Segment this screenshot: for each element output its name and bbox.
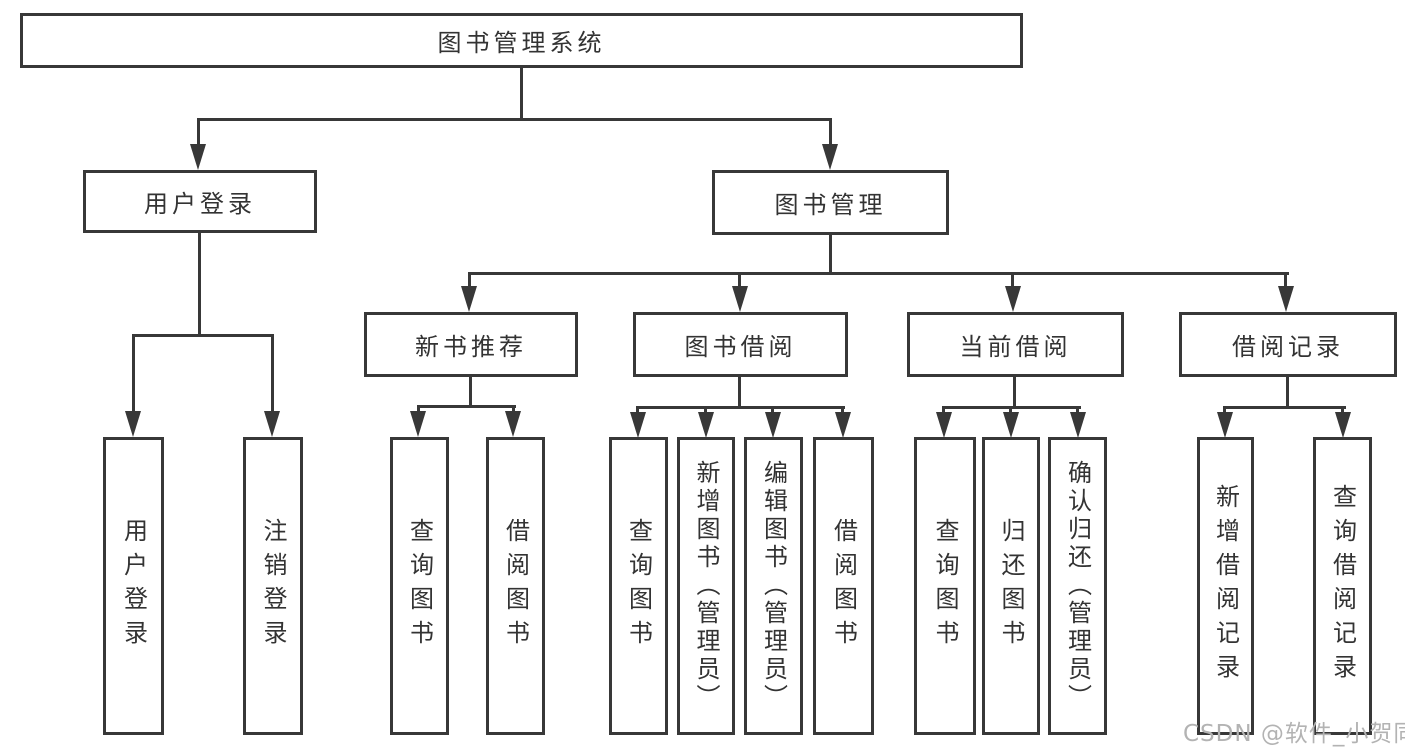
node-label: 用户登录 — [144, 190, 256, 218]
leaf-logout: 注销登录 — [243, 437, 303, 735]
connector-line — [1286, 377, 1289, 407]
arrow-down-icon — [1217, 412, 1233, 438]
connector-line — [1013, 377, 1016, 406]
node-current-borrowing: 当前借阅 — [907, 312, 1124, 377]
node-root: 图书管理系统 — [20, 13, 1023, 68]
leaf-add-borrow-record: 新增借阅记录 — [1197, 437, 1254, 735]
connector-line — [417, 405, 420, 413]
connector-line — [829, 235, 832, 272]
leaf-label: 查询图书 — [931, 518, 959, 654]
arrow-down-icon — [461, 286, 477, 312]
connector-line — [636, 406, 639, 413]
node-label: 当前借阅 — [959, 333, 1072, 361]
node-label: 图书借阅 — [684, 333, 797, 361]
node-borrowing-records: 借阅记录 — [1179, 312, 1397, 377]
arrow-down-icon — [732, 286, 748, 312]
connector-line — [468, 272, 1289, 275]
arrow-down-icon — [125, 411, 141, 437]
leaf-label: 归还图书 — [997, 518, 1025, 654]
node-user-login: 用户登录 — [83, 170, 317, 233]
connector-line — [271, 334, 274, 411]
leaf-return-books: 归还图书 — [982, 437, 1040, 735]
connector-line — [738, 377, 741, 406]
connector-line — [512, 405, 515, 413]
leaf-label: 查询图书 — [624, 518, 653, 654]
arrow-down-icon — [1335, 412, 1351, 438]
leaf-query-books-recommend: 查询图书 — [390, 437, 449, 735]
leaf-label: 查询图书 — [405, 518, 434, 654]
connector-line — [132, 334, 274, 337]
leaf-label: 借阅图书 — [501, 518, 530, 654]
leaf-label: 查询借阅记录 — [1328, 484, 1357, 688]
arrow-down-icon — [936, 412, 952, 438]
connector-line — [469, 377, 472, 405]
watermark: CSDN @软件_小贺同学 — [1183, 721, 1405, 747]
connector-line — [841, 406, 844, 413]
connector-line — [1341, 406, 1344, 413]
node-book-borrowing: 图书借阅 — [633, 312, 848, 377]
connector-line — [1223, 406, 1346, 409]
connector-line — [520, 68, 523, 118]
leaf-query-borrow-record: 查询借阅记录 — [1313, 437, 1372, 735]
arrow-down-icon — [1278, 286, 1294, 312]
arrow-down-icon — [1003, 412, 1019, 438]
leaf-label: 注销登录 — [259, 518, 287, 654]
leaf-label: 编辑图书（管理员） — [759, 460, 788, 712]
connector-line — [468, 272, 471, 286]
arrow-down-icon — [190, 144, 206, 170]
node-new-book-recommendation: 新书推荐 — [364, 312, 578, 377]
leaf-borrow-books-recommend: 借阅图书 — [486, 437, 545, 735]
connector-line — [829, 118, 832, 146]
connector-line — [417, 405, 516, 408]
arrow-down-icon — [822, 144, 838, 170]
leaf-add-books-admin: 新增图书（管理员） — [677, 437, 735, 735]
arrow-down-icon — [410, 411, 426, 437]
arrow-down-icon — [1070, 412, 1086, 438]
node-label: 借阅记录 — [1232, 333, 1344, 361]
leaf-label: 借阅图书 — [829, 518, 858, 654]
node-label: 图书管理 — [774, 191, 887, 219]
connector-line — [942, 406, 945, 413]
connector-line — [1009, 406, 1012, 413]
node-label: 图书管理系统 — [437, 29, 606, 57]
connector-line — [771, 406, 774, 413]
connector-line — [1076, 406, 1079, 413]
arrow-down-icon — [765, 412, 781, 438]
node-book-management: 图书管理 — [712, 170, 949, 235]
connector-line — [738, 272, 741, 286]
arrow-down-icon — [1005, 286, 1021, 312]
connector-line — [1284, 272, 1287, 286]
connector-line — [636, 406, 845, 409]
arrow-down-icon — [630, 412, 646, 438]
leaf-label: 新增图书（管理员） — [692, 460, 720, 712]
connector-line — [197, 118, 200, 146]
leaf-edit-books-admin: 编辑图书（管理员） — [744, 437, 803, 735]
leaf-borrow-books-borrowing: 借阅图书 — [813, 437, 874, 735]
leaf-user-login: 用户登录 — [103, 437, 164, 735]
connector-line — [132, 334, 135, 411]
connector-line — [197, 118, 832, 121]
connector-line — [704, 406, 707, 413]
connector-line — [1011, 272, 1014, 286]
leaf-confirm-return-admin: 确认归还（管理员） — [1048, 437, 1107, 735]
leaf-query-books-borrowing: 查询图书 — [609, 437, 668, 735]
arrow-down-icon — [264, 411, 280, 437]
connector-line — [198, 233, 201, 334]
leaf-label: 新增借阅记录 — [1211, 484, 1240, 688]
connector-line — [1223, 406, 1226, 413]
leaf-query-books-current: 查询图书 — [914, 437, 976, 735]
arrow-down-icon — [835, 412, 851, 438]
leaf-label: 确认归还（管理员） — [1063, 460, 1092, 712]
leaf-label: 用户登录 — [119, 518, 148, 654]
arrow-down-icon — [698, 412, 714, 438]
node-label: 新书推荐 — [415, 333, 527, 361]
arrow-down-icon — [505, 411, 521, 437]
